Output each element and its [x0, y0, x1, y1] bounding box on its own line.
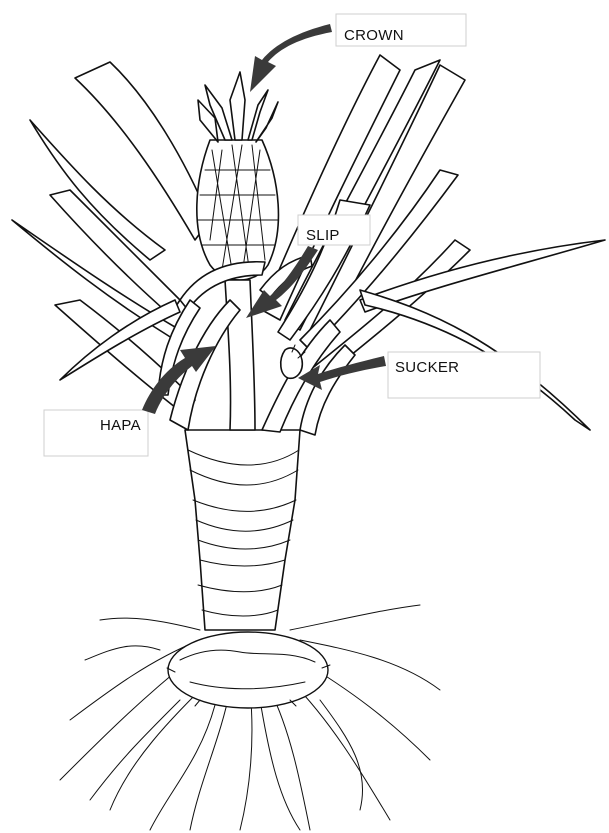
root-ball: [167, 632, 330, 708]
sucker-label: SUCKER: [395, 359, 459, 376]
stem: [185, 430, 300, 630]
crown-leaves: [198, 72, 278, 142]
slip-label: SLIP: [306, 227, 340, 244]
crown-arrow: [250, 24, 332, 92]
crown-label: CROWN: [344, 27, 404, 44]
pineapple-fruit: [197, 140, 279, 280]
hapa-label: HAPA: [100, 417, 141, 434]
